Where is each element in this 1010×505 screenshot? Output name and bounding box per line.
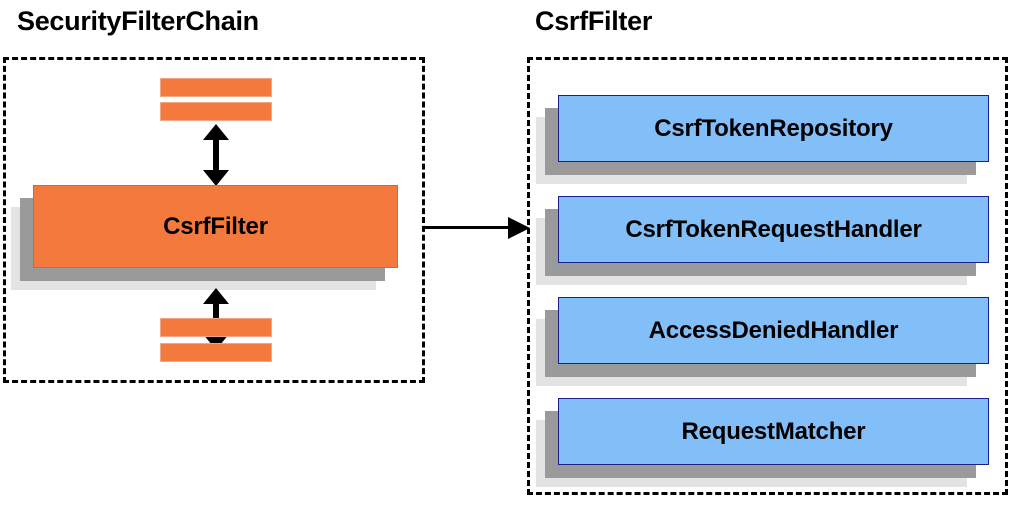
bidirectional-arrow-up-icon: [203, 124, 229, 186]
node-request-matcher[interactable]: RequestMatcher: [536, 398, 989, 487]
panel-title-csrf-filter: CsrfFilter: [535, 6, 653, 36]
node-face: AccessDeniedHandler: [558, 297, 989, 364]
filter-chain-stub-top-2: [160, 102, 272, 121]
node-label: AccessDeniedHandler: [648, 316, 899, 344]
node-face: CsrfFilter: [33, 185, 398, 268]
node-label: CsrfTokenRepository: [654, 114, 893, 142]
node-csrf-token-repository[interactable]: CsrfTokenRepository: [536, 95, 989, 184]
node-label: CsrfFilter: [163, 212, 268, 240]
expand-arrow-icon: [424, 217, 530, 239]
node-label: CsrfTokenRequestHandler: [625, 215, 922, 243]
panel-security-filter-chain: [3, 57, 425, 383]
node-csrf-token-request-handler[interactable]: CsrfTokenRequestHandler: [536, 196, 989, 285]
node-access-denied-handler[interactable]: AccessDeniedHandler: [536, 297, 989, 386]
node-face: CsrfTokenRequestHandler: [558, 196, 989, 263]
node-label: RequestMatcher: [681, 417, 866, 445]
filter-chain-stub-bottom-2: [160, 343, 272, 362]
node-csrf-filter[interactable]: CsrfFilter: [11, 185, 398, 290]
node-face: RequestMatcher: [558, 398, 989, 465]
filter-chain-stub-bottom-1: [160, 318, 272, 337]
filter-chain-stub-top-1: [160, 78, 272, 97]
node-face: CsrfTokenRepository: [558, 95, 989, 162]
panel-csrf-filter: [527, 57, 1008, 495]
panel-title-security-filter-chain: SecurityFilterChain: [17, 6, 259, 36]
